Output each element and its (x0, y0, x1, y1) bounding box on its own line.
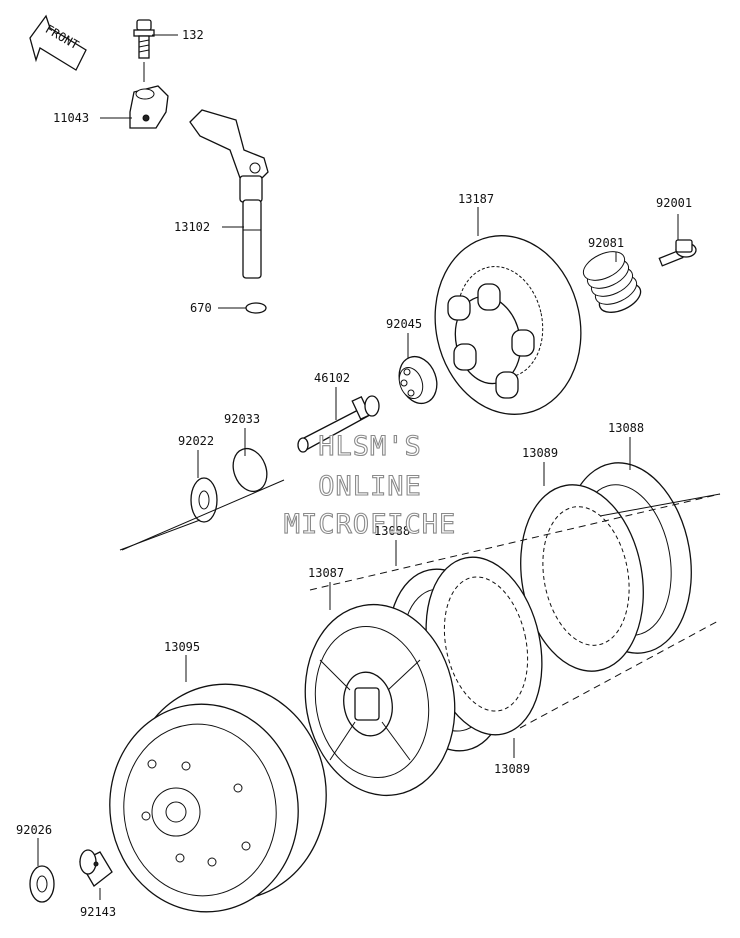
part-label: 46102 (314, 371, 350, 385)
bolt-92001-icon (658, 239, 697, 267)
pressure-plate-13187-icon (434, 235, 582, 415)
part-label: 13102 (174, 220, 210, 234)
watermark-line: MICROFICHE (284, 509, 457, 540)
part-label: 92045 (386, 317, 422, 331)
part-label: 132 (182, 28, 204, 42)
part-label: 92022 (178, 434, 214, 448)
holder-11043-icon (129, 85, 169, 129)
part-label: 92143 (80, 905, 116, 919)
part-label: 92026 (16, 823, 52, 837)
part-label: 92033 (224, 412, 260, 426)
washer-92022-icon (190, 477, 218, 523)
collar-92143-icon (79, 849, 113, 887)
release-shaft-13102-icon (189, 109, 269, 279)
push-rod-46102-icon (297, 395, 380, 453)
watermark-line: HLSM'S (318, 431, 422, 462)
circlip-92033-icon (232, 447, 268, 493)
part-label: 11043 (53, 111, 89, 125)
watermark-line: ONLINE (318, 471, 422, 502)
front-arrow-icon: FRONT (29, 14, 87, 71)
watermark: HLSM'S ONLINE MICROFICHE (283, 430, 457, 540)
clutch-housing-13095-icon (109, 683, 327, 913)
washer-92026-icon (29, 865, 55, 903)
part-label: 92081 (588, 236, 624, 250)
bearing-92045-icon (398, 355, 438, 405)
part-label: 92001 (656, 196, 692, 210)
part-label: 13088 (608, 421, 644, 435)
part-label: 670 (190, 301, 212, 315)
part-label: 13187 (458, 192, 494, 206)
part-label: 13088 (374, 524, 410, 538)
spring-92081-icon (582, 251, 642, 313)
bolt-132-icon (133, 19, 155, 59)
part-label: 13089 (494, 762, 530, 776)
part-label: 13089 (522, 446, 558, 460)
steel-plate-13089-icon (520, 484, 644, 672)
clutch-hub-13087-icon (304, 603, 456, 797)
o-ring-670-icon (245, 302, 267, 314)
steel-plate-13089-lower-icon (425, 556, 543, 736)
part-label: 13095 (164, 640, 200, 654)
axis-line (121, 479, 285, 551)
part-label: 13087 (308, 566, 344, 580)
